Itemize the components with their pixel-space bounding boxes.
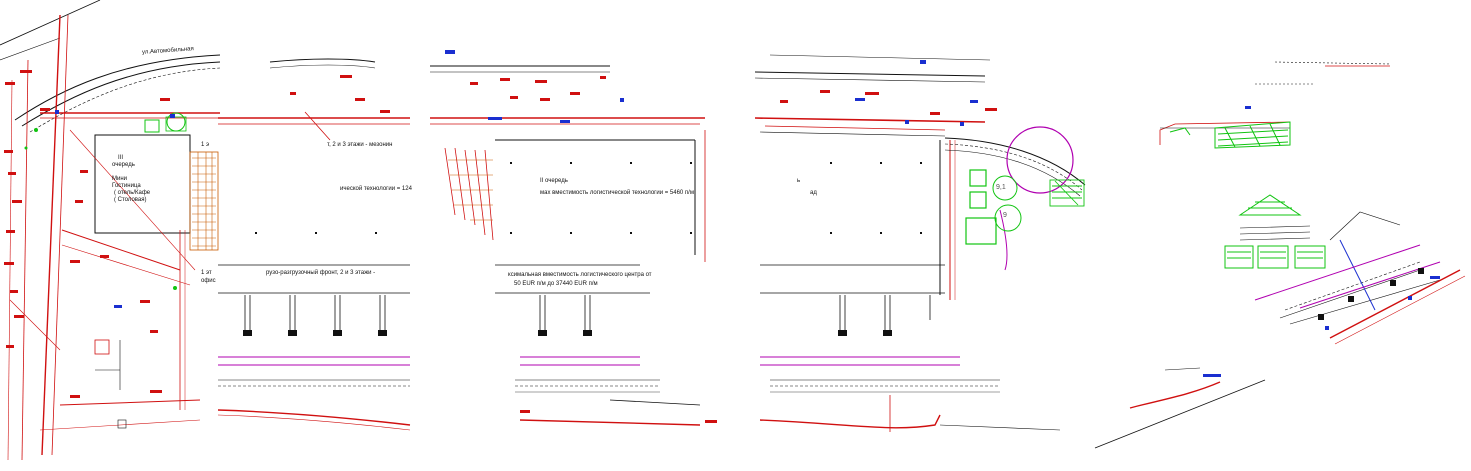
right-panel	[1094, 61, 1466, 449]
building-1-function: Мини Гостиница ( отель/Кафе ( Столовая)	[112, 176, 151, 204]
strip-bottom-label-2: офис	[201, 278, 216, 284]
panel-2	[217, 58, 411, 431]
tree-label-2: 9	[1003, 212, 1007, 219]
function-line-2: Гостиница	[112, 182, 141, 189]
queue-word: очередь	[112, 161, 135, 168]
function-line-4: ( Столовая)	[114, 196, 147, 203]
queue-numeral: III	[118, 155, 124, 161]
section-3-price: 50 EUR п/м до 37440 EUR п/м	[514, 281, 598, 287]
section-3-queue: II очередь	[540, 178, 568, 184]
tree-label-1: 9,1	[996, 184, 1006, 191]
strip-top-label: 1 э	[201, 142, 210, 148]
section-4-note-1: ь	[797, 178, 801, 184]
section-4-note-2: ад	[810, 190, 817, 196]
section-3-capacity: мах вместимость логистической технологии…	[540, 190, 694, 196]
panel-3	[430, 50, 717, 426]
section-3-max-capacity: ксимальная вместимость логистического це…	[508, 272, 652, 278]
function-line-1: Мини	[112, 176, 128, 182]
building-1-queue: III очередь	[112, 155, 135, 169]
section-2-capacity: ической технологии = 124	[340, 186, 412, 192]
section-2-note-top: т, 2 и 3 этажи - мезонин	[327, 142, 393, 148]
panel-4	[754, 54, 1086, 432]
strip-bottom-label-1: 1 эт	[201, 270, 212, 276]
section-2-front-note: рузо-разгрузочный фронт, 2 и 3 этажи -	[266, 270, 376, 276]
function-line-3: ( отель/Кафе	[114, 189, 151, 196]
left-panel	[0, 0, 221, 461]
